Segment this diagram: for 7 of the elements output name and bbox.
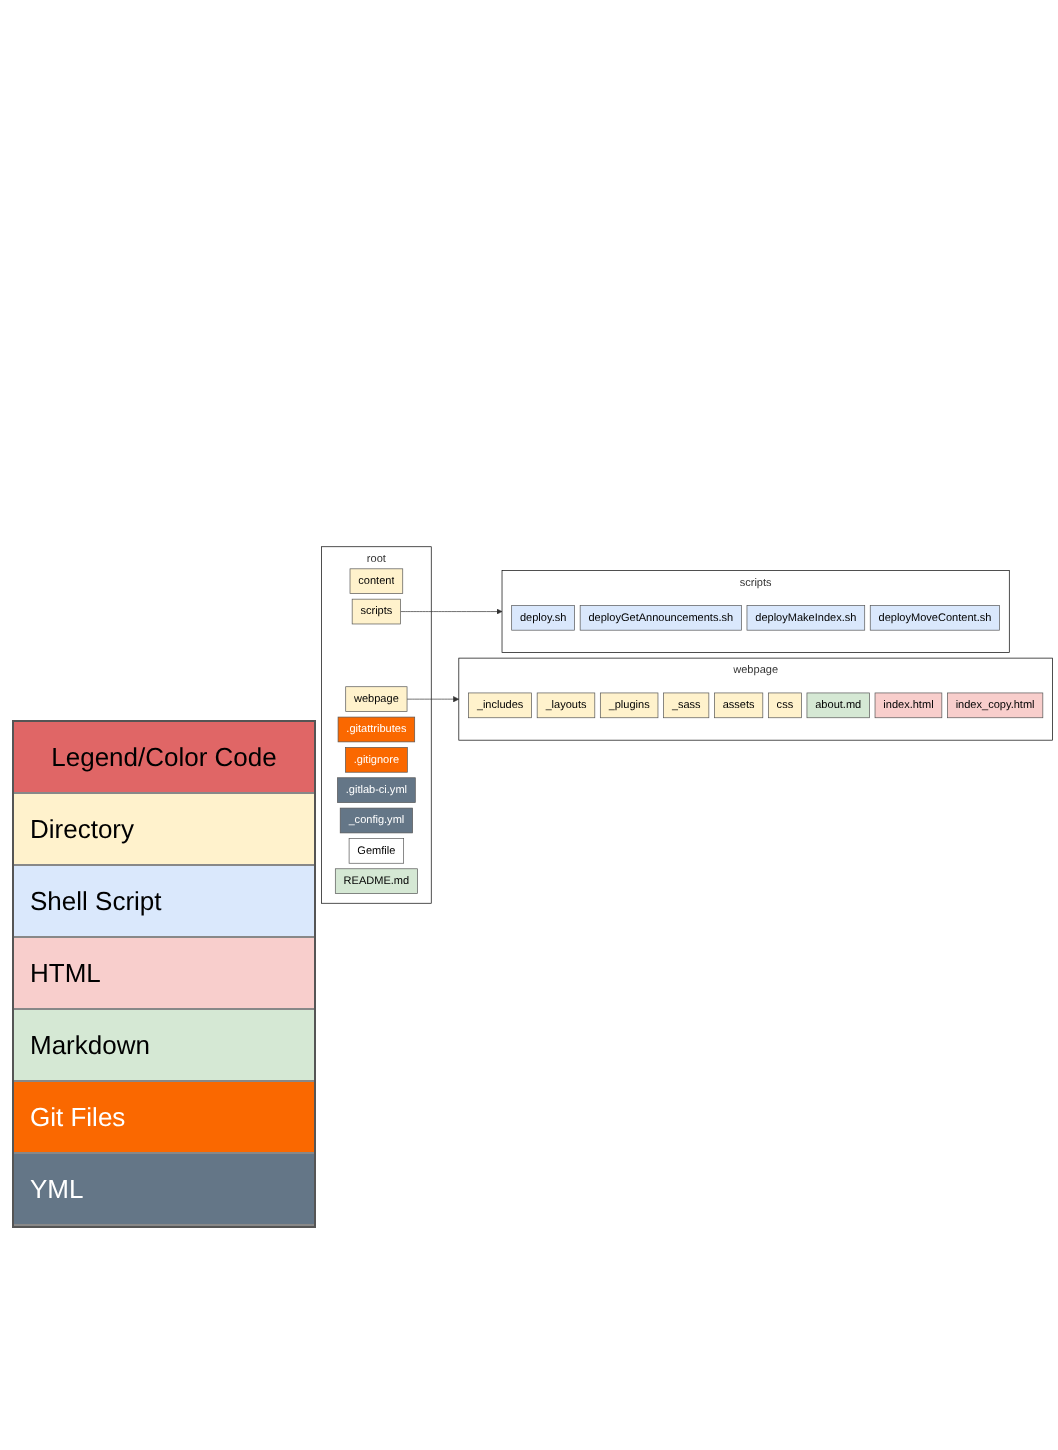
legend-entry: Markdown	[14, 1010, 314, 1082]
legend-heading: Legend/Color Code	[14, 722, 314, 794]
legend-entry: YML	[14, 1154, 314, 1226]
legend-entry: Directory	[14, 794, 314, 866]
legend-entry: HTML	[14, 938, 314, 1010]
legend-entry: Git Files	[14, 1082, 314, 1154]
legend-entry: Shell Script	[14, 866, 314, 938]
